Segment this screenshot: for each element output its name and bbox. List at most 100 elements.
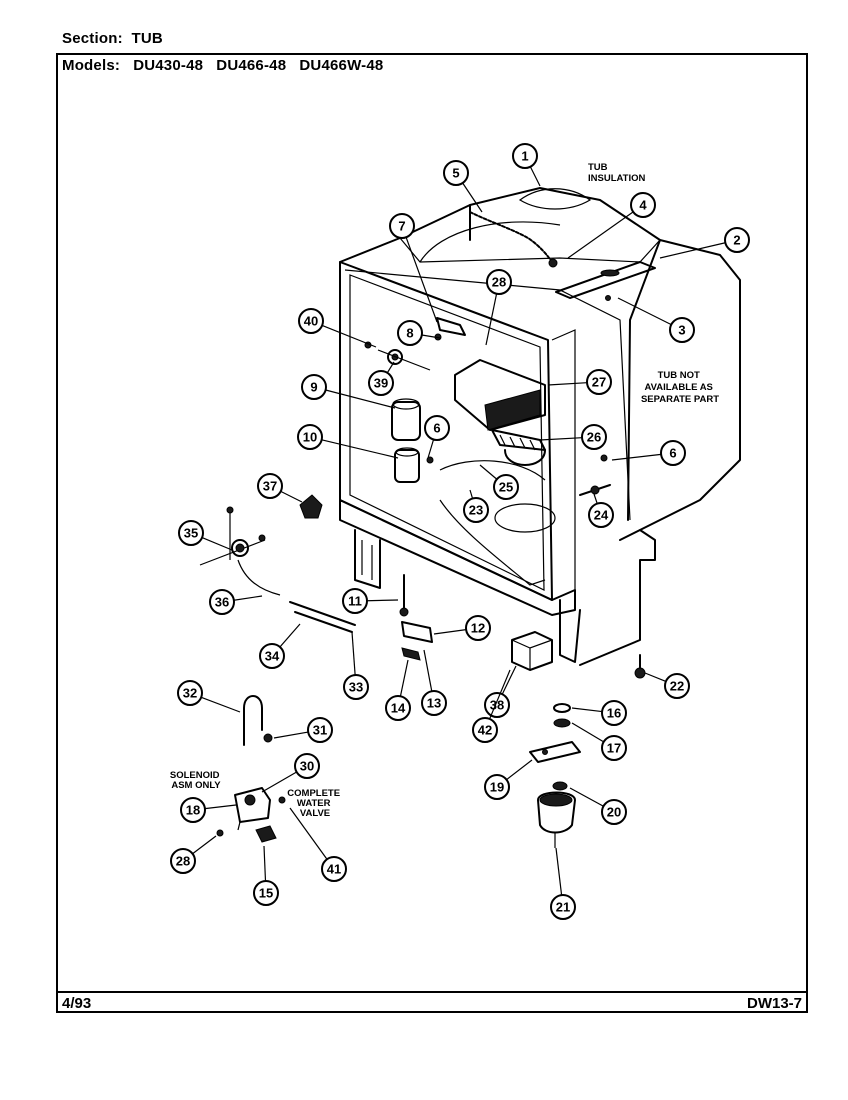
callout-37: 37: [257, 473, 303, 503]
callout-circle: [177, 680, 203, 706]
callout-6: 6: [424, 415, 450, 459]
footer-code: DW13-7: [746, 995, 802, 1012]
callout-circle: [588, 502, 614, 528]
door-frame: [339, 261, 576, 616]
leader-line: [273, 731, 309, 739]
callout-34: 34: [259, 623, 301, 669]
callout-28: 28: [170, 835, 217, 874]
callout-number: 40: [304, 314, 318, 329]
leader-line: [571, 707, 603, 713]
callout-number: 31: [313, 723, 327, 738]
callout-16: 16: [571, 700, 627, 726]
callout-circle: [586, 369, 612, 395]
callout-circle: [343, 674, 369, 700]
base-legs: [354, 529, 656, 666]
callout-number: 6: [669, 446, 676, 461]
callout-41: 41: [289, 807, 347, 882]
leader-line: [555, 847, 563, 896]
leader-line: [321, 324, 377, 348]
callout-circle: [368, 370, 394, 396]
callout-31: 31: [273, 717, 333, 743]
callout-number: 18: [186, 803, 200, 818]
leader-line: [506, 759, 533, 781]
leader-line: [567, 211, 634, 259]
callout-circle: [601, 735, 627, 761]
leader-line: [263, 845, 267, 882]
callout-11: 11: [342, 588, 399, 614]
callout-number: 35: [184, 526, 198, 541]
hinge-link: [579, 484, 611, 496]
footer-divider: [56, 991, 808, 993]
leader-line: [489, 669, 511, 720]
callout-number: 33: [349, 680, 363, 695]
callout-circle: [298, 308, 324, 334]
callout-42: 42: [472, 669, 511, 743]
leader-line: [386, 361, 395, 374]
callout-number: 26: [587, 430, 601, 445]
note-tub-not-available: TUB NOT AVAILABLE AS SEPARATE PART: [641, 370, 719, 405]
leader-line: [289, 807, 328, 860]
thermostat: [377, 349, 431, 371]
callout-number: 36: [215, 595, 229, 610]
callout-13: 13: [421, 649, 447, 716]
leader-line: [261, 771, 297, 793]
detergent-dispenser: [454, 359, 546, 431]
footer-date: 4/93: [62, 995, 92, 1012]
washers: [553, 703, 571, 728]
callout-circle: [385, 695, 411, 721]
leveling-leg: [634, 654, 646, 679]
vent-grille: [491, 429, 546, 466]
callout-number: 28: [176, 854, 190, 869]
callout-35: 35: [178, 520, 233, 551]
callout-10: 10: [297, 424, 399, 459]
fill-hose: [243, 695, 263, 746]
section-title: Section: TUB: [62, 30, 163, 47]
heating-element: [289, 601, 356, 633]
callout-number: 27: [592, 375, 606, 390]
leader-line: [469, 489, 474, 499]
model-number: DU430-48: [133, 57, 204, 74]
callout-number: 14: [391, 701, 406, 716]
leader-line: [366, 599, 399, 602]
callout-circle: [463, 497, 489, 523]
leader-line: [351, 631, 356, 676]
leader-line: [571, 722, 604, 743]
tub-body: [339, 187, 741, 541]
leader-line: [201, 537, 233, 551]
callout-17: 17: [571, 722, 627, 761]
callout-27: 27: [547, 369, 612, 395]
tub-bottom-interior: [439, 460, 556, 586]
leader-line: [399, 659, 409, 697]
callout-circle: [581, 424, 607, 450]
model-number: DU466-48: [216, 57, 287, 74]
callout-number: 2: [733, 233, 740, 248]
callout-28: 28: [485, 269, 512, 346]
float-switch: [537, 791, 576, 848]
callout-circle: [209, 589, 235, 615]
leader-line: [423, 649, 433, 692]
callout-circle: [664, 673, 690, 699]
note-solenoid: SOLENOID ASM ONLY: [170, 770, 222, 791]
models-row: Models: DU430-48 DU466-48 DU466W-48: [62, 57, 383, 74]
callout-22: 22: [644, 672, 690, 699]
callout-number: 11: [348, 594, 362, 609]
leader-line: [192, 835, 217, 855]
leader-line: [280, 490, 303, 503]
callout-40: 40: [298, 308, 377, 348]
callout-number: 6: [433, 421, 440, 436]
callout-circle: [257, 473, 283, 499]
callout-circle: [170, 848, 196, 874]
callout-36: 36: [209, 589, 263, 615]
callout-23: 23: [463, 489, 489, 523]
callout-number: 13: [427, 696, 441, 711]
callout-39: 39: [368, 361, 395, 396]
door-gasket-spring: [469, 211, 553, 263]
callout-25: 25: [479, 464, 519, 500]
leader-line: [547, 382, 588, 386]
callout-number: 32: [183, 686, 197, 701]
leader-line: [279, 623, 301, 648]
note-complete-water-valve: COMPLETE WATER VALVE: [287, 788, 342, 819]
callout-number: 39: [374, 376, 388, 391]
